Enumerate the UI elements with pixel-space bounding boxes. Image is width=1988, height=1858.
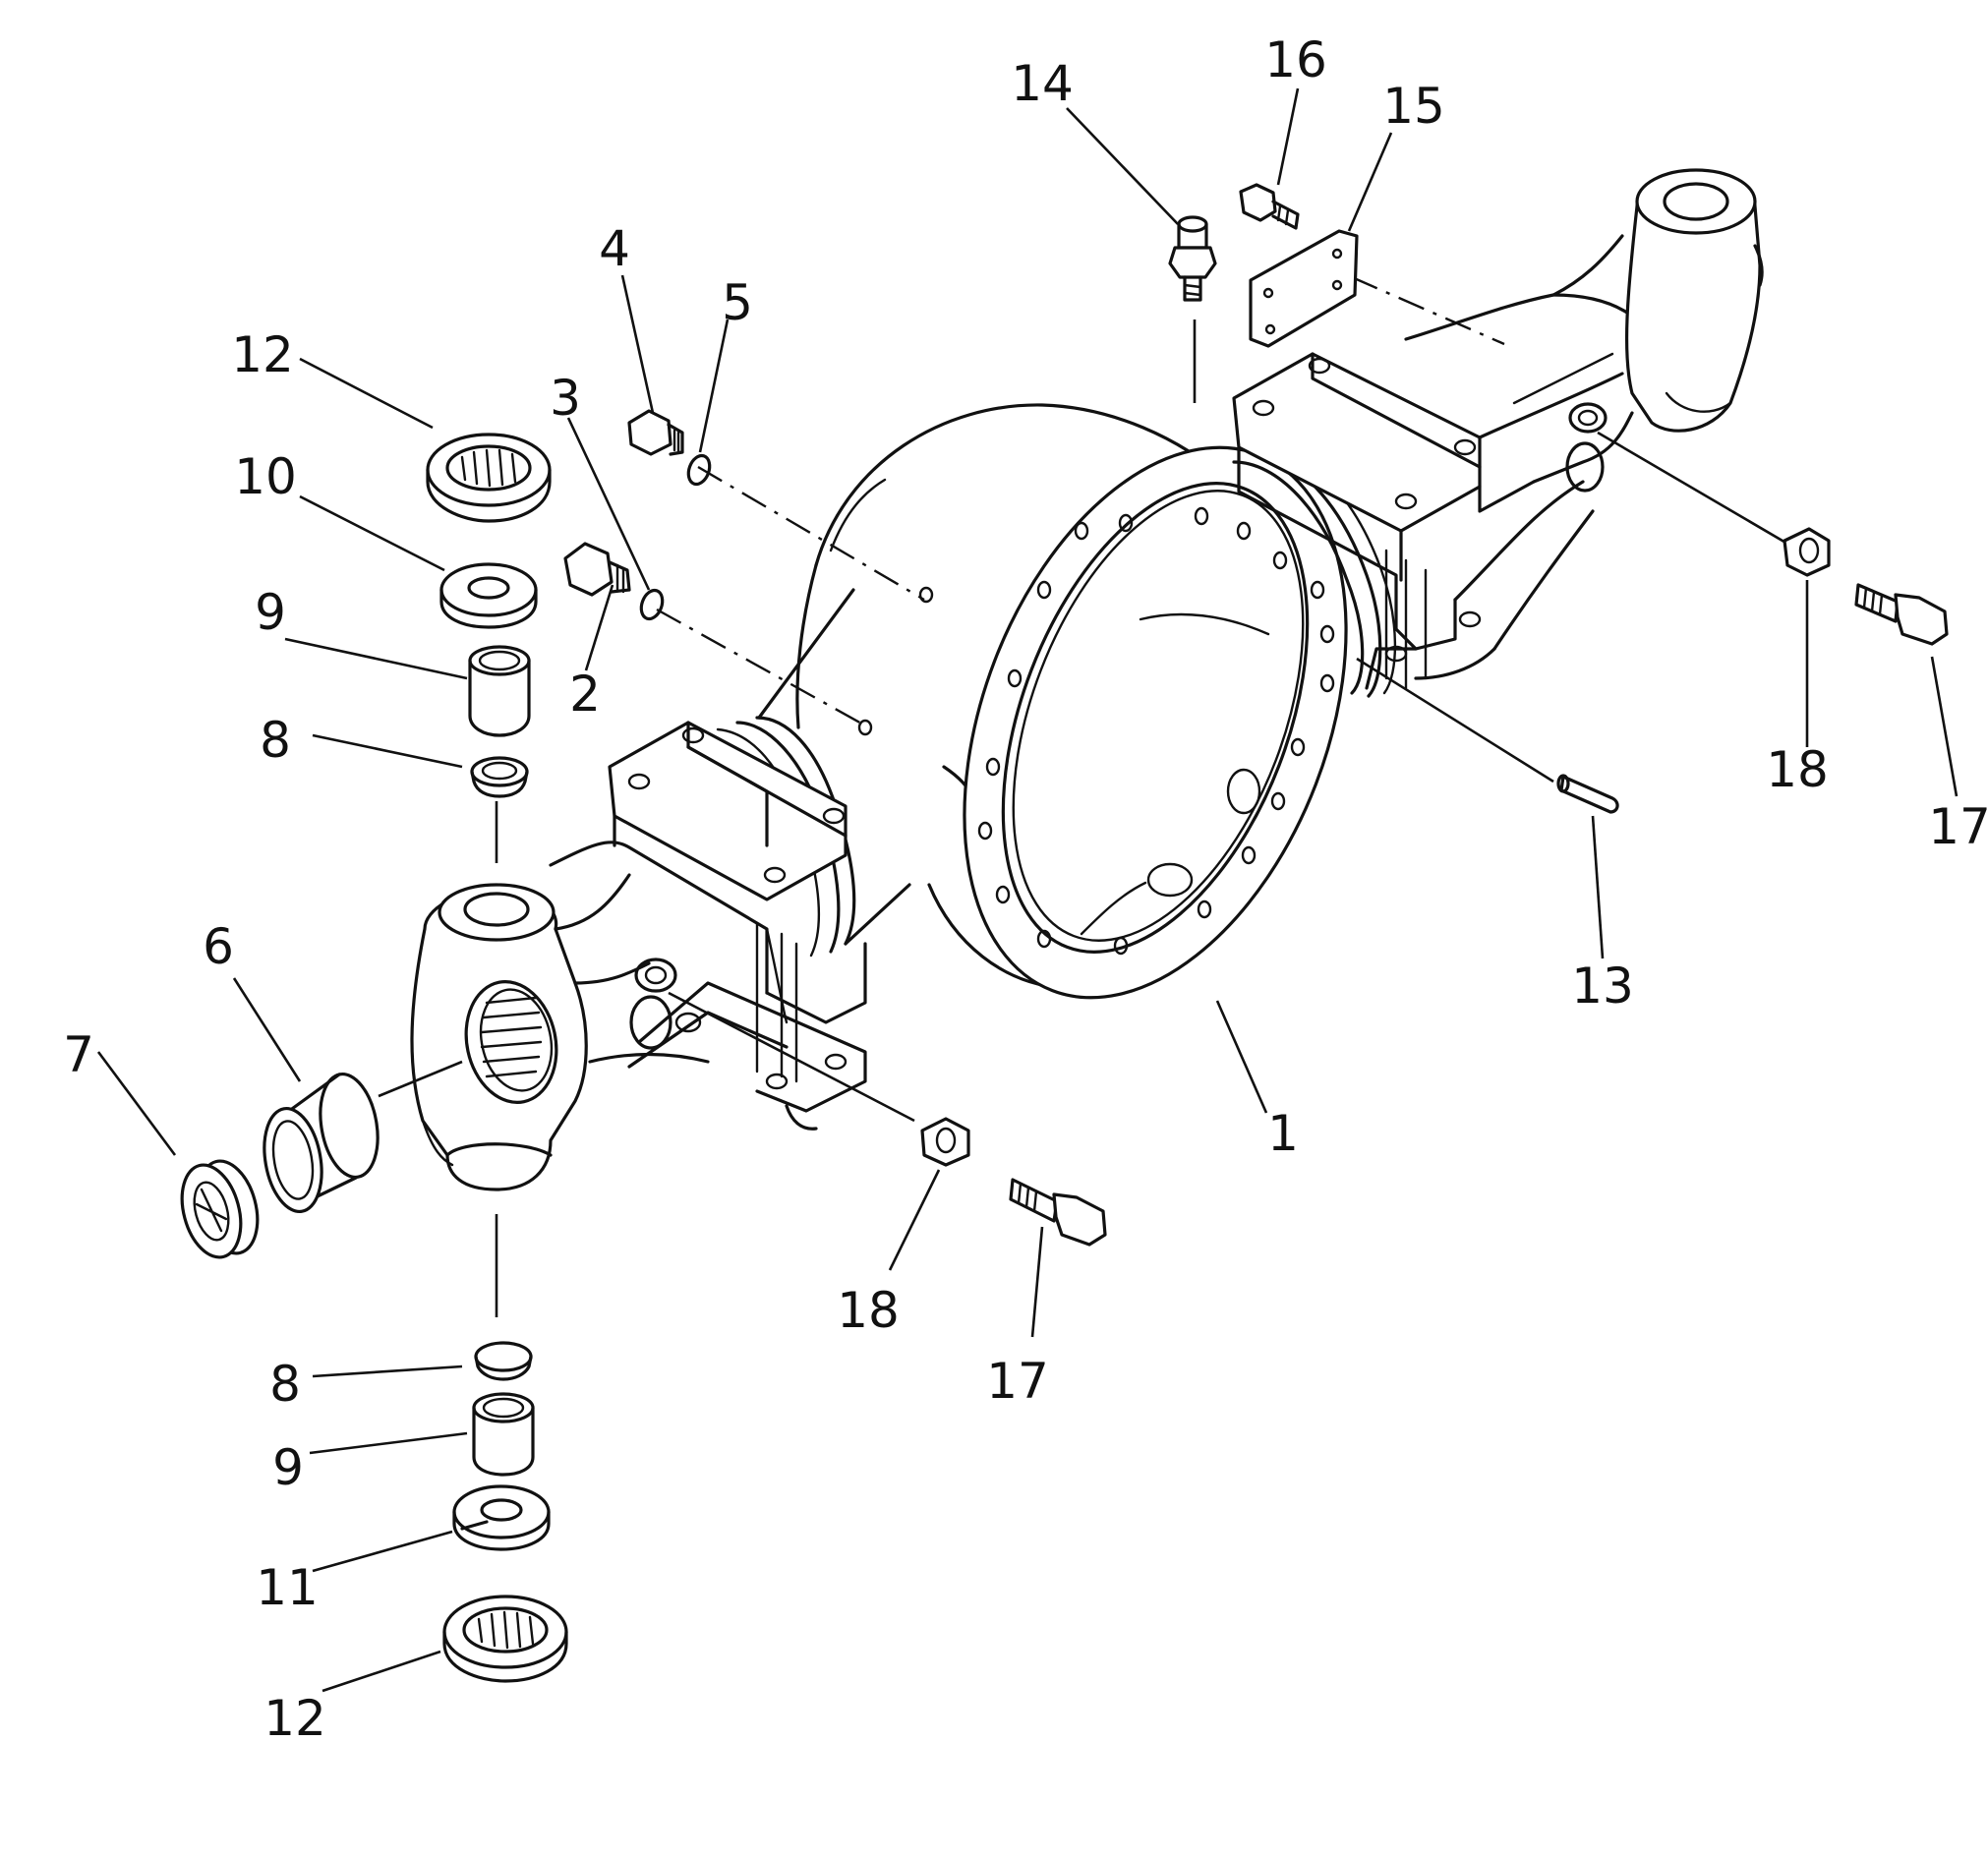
dowel-pin-13: [1556, 774, 1619, 814]
bolt-16: [1239, 183, 1300, 230]
grease-fitting-14: [1168, 215, 1217, 302]
cover-plate-15: [1249, 229, 1359, 348]
left-trunnion-bracket: [410, 721, 867, 1191]
callout-13: 13: [1571, 958, 1634, 1015]
callout-9-lower: 9: [272, 1439, 304, 1496]
callout-9-upper: 9: [255, 584, 286, 641]
callout-8-lower: 8: [269, 1356, 301, 1413]
callout-5: 5: [722, 274, 753, 331]
callout-11: 11: [256, 1559, 319, 1616]
seal-12-lower: [442, 1595, 568, 1683]
callout-18-left: 18: [837, 1282, 900, 1339]
seal-12-upper: [426, 433, 552, 523]
bushing-9-lower: [472, 1392, 535, 1477]
callout-12-lower: 12: [263, 1690, 326, 1747]
bushing-6: [263, 1072, 380, 1214]
callout-15: 15: [1382, 78, 1445, 135]
callout-numbers: 1 2 3 4 5 6 7 8 8 9 9 10 11 12 12 13 14 …: [63, 31, 1988, 1747]
callout-18-right: 18: [1766, 741, 1829, 798]
flange-bolt-holes: [977, 506, 1335, 956]
callout-10: 10: [234, 448, 297, 505]
right-trunnion-bracket: [1232, 168, 1764, 690]
assembly-lines: [378, 275, 1800, 1317]
callout-17-right: 17: [1928, 798, 1988, 855]
callout-16: 16: [1264, 31, 1327, 88]
cap-8-upper: [470, 756, 529, 798]
bushing-9-upper: [468, 645, 531, 737]
callout-17-left: 17: [986, 1353, 1049, 1410]
washer-10: [439, 562, 538, 629]
bolt-17-right: [1854, 583, 1949, 646]
seal-7: [180, 1159, 260, 1259]
cap-8-lower: [474, 1341, 533, 1381]
callout-14: 14: [1011, 55, 1074, 112]
plug-2: [563, 542, 631, 597]
callout-12-upper: 12: [231, 326, 294, 383]
leader-lines: [96, 87, 1959, 1693]
callout-8-upper: 8: [260, 712, 291, 769]
bolt-17-left: [1009, 1178, 1107, 1247]
oring-3: [639, 588, 665, 621]
oring-5: [686, 453, 712, 487]
nut-18-left: [920, 1117, 970, 1167]
callout-4: 4: [599, 220, 630, 277]
nut-18-right: [1783, 527, 1831, 577]
plug-4: [627, 409, 684, 456]
callout-3: 3: [550, 370, 581, 427]
callout-2: 2: [569, 666, 601, 723]
callout-1: 1: [1267, 1105, 1299, 1162]
callout-6: 6: [203, 918, 234, 975]
axle-housing: [716, 403, 1397, 1000]
thrust-washer-11: [452, 1484, 551, 1551]
callout-7: 7: [63, 1026, 94, 1083]
